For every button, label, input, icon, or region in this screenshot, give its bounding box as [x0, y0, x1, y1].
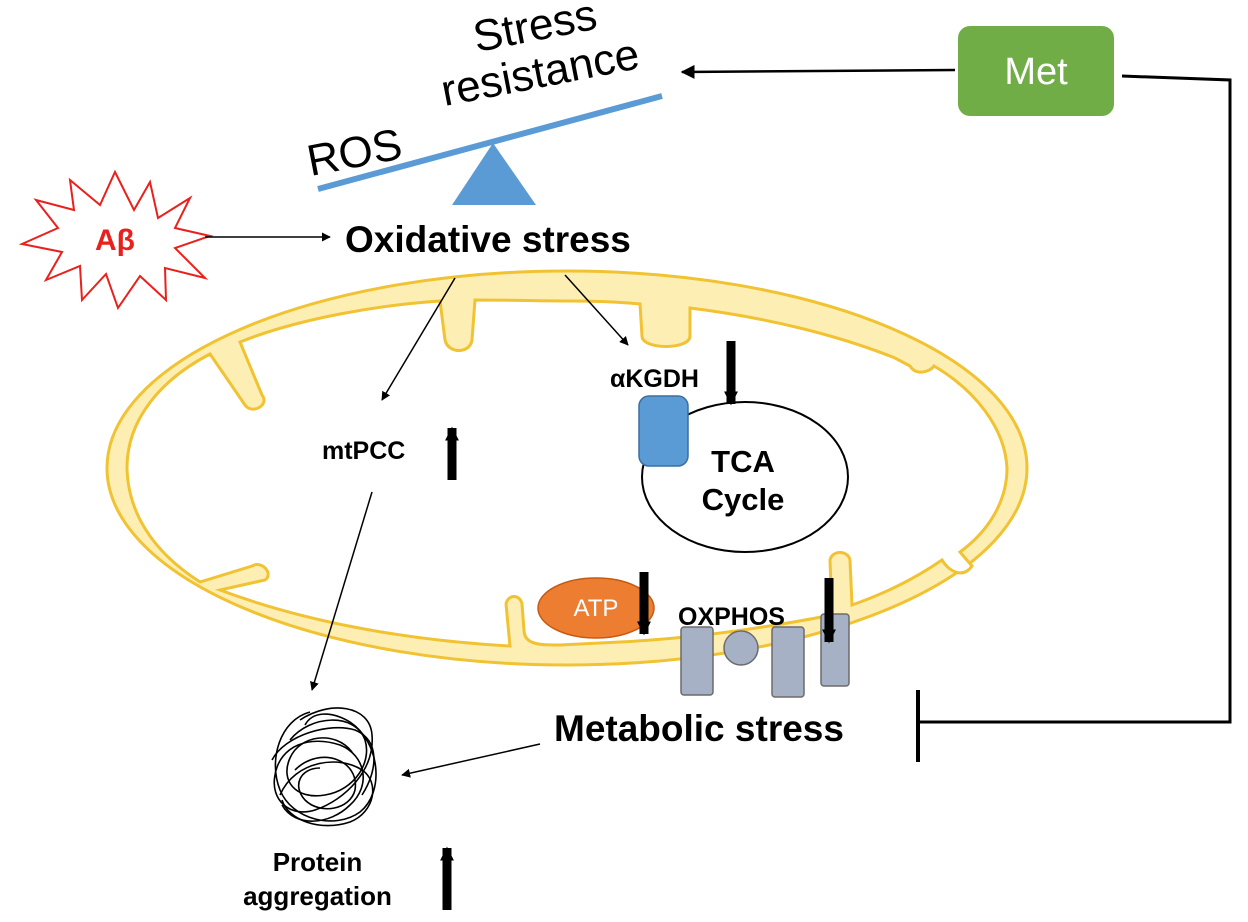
seesaw-fulcrum [452, 143, 536, 205]
abeta-starburst [18, 169, 214, 311]
oxphos-complex-2 [723, 630, 759, 666]
protein-label-line1: Protein [272, 847, 363, 877]
tca-cycle-circle [641, 401, 849, 553]
mtpcc-label: mtPCC [322, 437, 406, 465]
protein-aggregation-label: Protein aggregation [230, 845, 405, 913]
oxphos-label: OXPHOS [678, 603, 785, 631]
oxphos-complex-3 [771, 626, 805, 698]
protein-label-line2: aggregation [243, 881, 392, 911]
oxidative-to-mtpcc-arrow [381, 277, 456, 401]
tca-label-line2: Cycle [701, 482, 785, 517]
abeta-label: Aβ [95, 224, 135, 257]
seesaw-beam [317, 93, 663, 192]
tca-cycle-label: TCA Cycle [680, 443, 806, 519]
met-box [958, 26, 1114, 116]
oxphos-complex-1 [680, 626, 714, 696]
protein-aggregate-icon [271, 707, 377, 827]
oxidative-to-akgdh-arrow [564, 274, 629, 346]
akgdh-label: αKGDH [610, 365, 699, 393]
akgdh-enzyme [638, 395, 689, 467]
mtpcc-to-aggregation-arrow [310, 491, 373, 691]
metabolic-to-aggregation-arrow [401, 743, 541, 778]
tca-label-line1: TCA [711, 444, 775, 479]
met-label: Met [1004, 51, 1068, 93]
atp-label: ATP [573, 595, 619, 622]
met-to-resistance-arrow [680, 64, 956, 79]
oxidative-stress-label: Oxidative stress [345, 219, 631, 260]
mitochondrion-inner [125, 298, 1009, 648]
met-inhibition-line [918, 74, 1232, 724]
atp-ellipse [537, 577, 655, 639]
metabolic-stress-label: Metabolic stress [554, 708, 844, 749]
